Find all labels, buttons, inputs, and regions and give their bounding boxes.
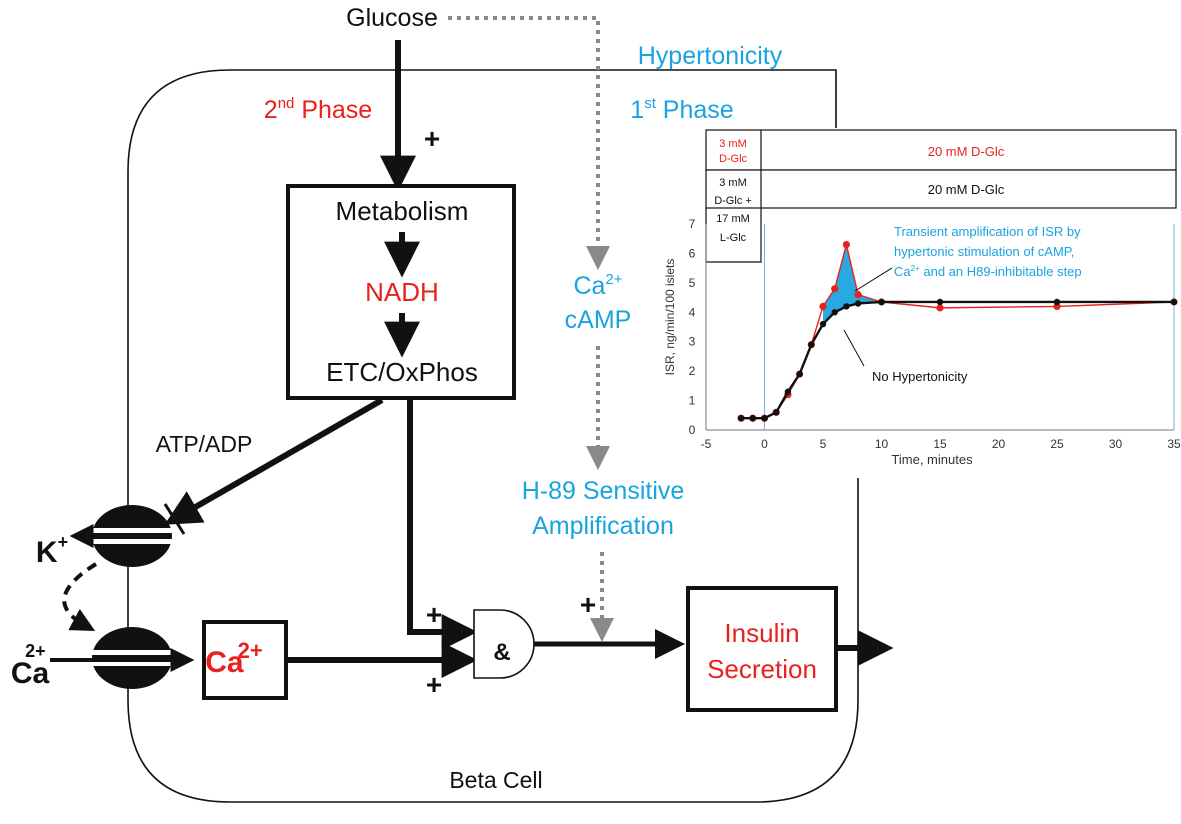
metabolism-label: Metabolism xyxy=(336,196,469,226)
glucose-label: Glucose xyxy=(346,4,438,32)
y-tick-label: 0 xyxy=(689,423,696,437)
no-hyper-pointer xyxy=(843,329,865,367)
atp-inhibition-bar xyxy=(163,503,186,535)
y-tick-label: 1 xyxy=(689,394,696,408)
control-point xyxy=(737,415,745,422)
hypertonicity-label: Hypertonicity xyxy=(638,42,783,70)
calcium-box xyxy=(202,620,288,700)
control-point xyxy=(808,341,815,348)
y-tick-label: 6 xyxy=(689,246,696,260)
insulin-secretion-box xyxy=(686,586,838,712)
y-tick-label: 7 xyxy=(689,217,696,231)
x-tick-label: 35 xyxy=(1167,437,1181,451)
annotation-line3: Ca2+ and an H89-inhibitable step xyxy=(894,264,1082,279)
etc-to-and-arrow xyxy=(407,400,478,650)
y-tick-label: 4 xyxy=(689,305,696,319)
row1-right: 20 mM D-Glc xyxy=(928,144,1005,159)
control-point xyxy=(796,370,803,378)
control-point xyxy=(819,320,827,328)
y-tick-label: 5 xyxy=(689,276,696,290)
plus-second-phase: + xyxy=(424,123,440,154)
x-tick-label: 25 xyxy=(1050,437,1064,451)
beta-cell-membrane xyxy=(127,69,859,803)
no-hypertonicity-label: No Hypertonicity xyxy=(872,369,968,384)
annotation-line1: Transient amplification of ISR by xyxy=(894,224,1081,239)
first-phase-label: 1st Phase xyxy=(630,95,733,124)
control-point xyxy=(1170,298,1178,306)
ca-camp-label-line1: Ca2+ xyxy=(573,271,622,300)
x-tick-label: 30 xyxy=(1109,437,1123,451)
h89-label-line2: Amplification xyxy=(532,512,674,540)
beta-cell-label: Beta Cell xyxy=(449,767,542,793)
second-phase-label: 2nd Phase xyxy=(264,95,372,124)
control-point xyxy=(936,298,944,306)
x-tick-label: 10 xyxy=(875,437,889,451)
control-point xyxy=(784,388,792,395)
plus-amplification: + xyxy=(580,589,596,620)
plus-ca-and: + xyxy=(426,669,442,700)
ca-extracellular-label: Ca2+ xyxy=(11,641,50,690)
row2-left-line3: 17 mM xyxy=(716,213,750,225)
depolarization-dashed-arrow xyxy=(62,562,98,631)
annotation-line2: hypertonic stimulation of cAMP, xyxy=(894,244,1074,259)
x-tick-label: 15 xyxy=(933,437,947,451)
hypertonic-dotted-path xyxy=(448,16,610,270)
nadh-label: NADH xyxy=(365,277,439,307)
row2-left-line1: 3 mM xyxy=(719,177,747,189)
hypertonic-point xyxy=(854,291,862,299)
x-tick-label: 0 xyxy=(761,437,768,451)
annotation-pointer xyxy=(854,267,893,292)
amplification-area xyxy=(823,244,882,325)
x-tick-label: -5 xyxy=(701,437,712,451)
and-gate xyxy=(473,609,535,679)
row2-left-line4: L-Glc xyxy=(720,232,747,244)
secretion-label: Secretion xyxy=(707,654,817,684)
atp-to-katp-arrow xyxy=(164,397,384,525)
hypertonic-point xyxy=(819,302,827,310)
row1-left-line1: 3 mM xyxy=(719,138,747,150)
row1-left-line2: D-Glc xyxy=(719,153,748,165)
h89-label-line1: H-89 Sensitive xyxy=(522,477,685,505)
x-tick-label: 20 xyxy=(992,437,1006,451)
atp-adp-label: ATP/ADP xyxy=(156,431,253,457)
control-point xyxy=(1053,298,1061,306)
y-tick-label: 2 xyxy=(689,364,696,378)
hypertonic-point xyxy=(831,285,839,293)
hypertonic-point xyxy=(842,241,851,249)
control-point xyxy=(854,300,862,307)
control-point xyxy=(843,303,850,310)
control-point xyxy=(773,409,780,416)
metabolism-box xyxy=(286,184,516,400)
control-point xyxy=(831,309,838,316)
camp-label: cAMP xyxy=(565,306,632,334)
etc-oxphos-label: ETC/OxPhos xyxy=(326,357,478,387)
x-axis-label: Time, minutes xyxy=(891,452,973,467)
isr-inset-panel: 3 mM D-Glc 20 mM D-Glc 3 mM D-Glc + 17 m… xyxy=(663,128,1181,476)
control-point xyxy=(749,415,756,422)
hypertonic-point xyxy=(936,304,944,312)
y-axis-label: ISR, ng/min/100 islets xyxy=(663,259,677,376)
control-point xyxy=(761,415,768,422)
ca-intracellular-label: Ca2+ xyxy=(205,638,262,679)
row2-right: 20 mM D-Glc xyxy=(928,182,1005,197)
row2-left-line2: D-Glc + xyxy=(714,195,752,207)
k-ion-label: K+ xyxy=(36,532,68,569)
control-point xyxy=(878,298,885,306)
and-gate-symbol: & xyxy=(493,639,510,666)
x-tick-label: 5 xyxy=(820,437,827,451)
y-tick-label: 3 xyxy=(689,335,696,349)
insulin-label: Insulin xyxy=(724,618,799,648)
plus-etc-and: + xyxy=(426,599,442,630)
